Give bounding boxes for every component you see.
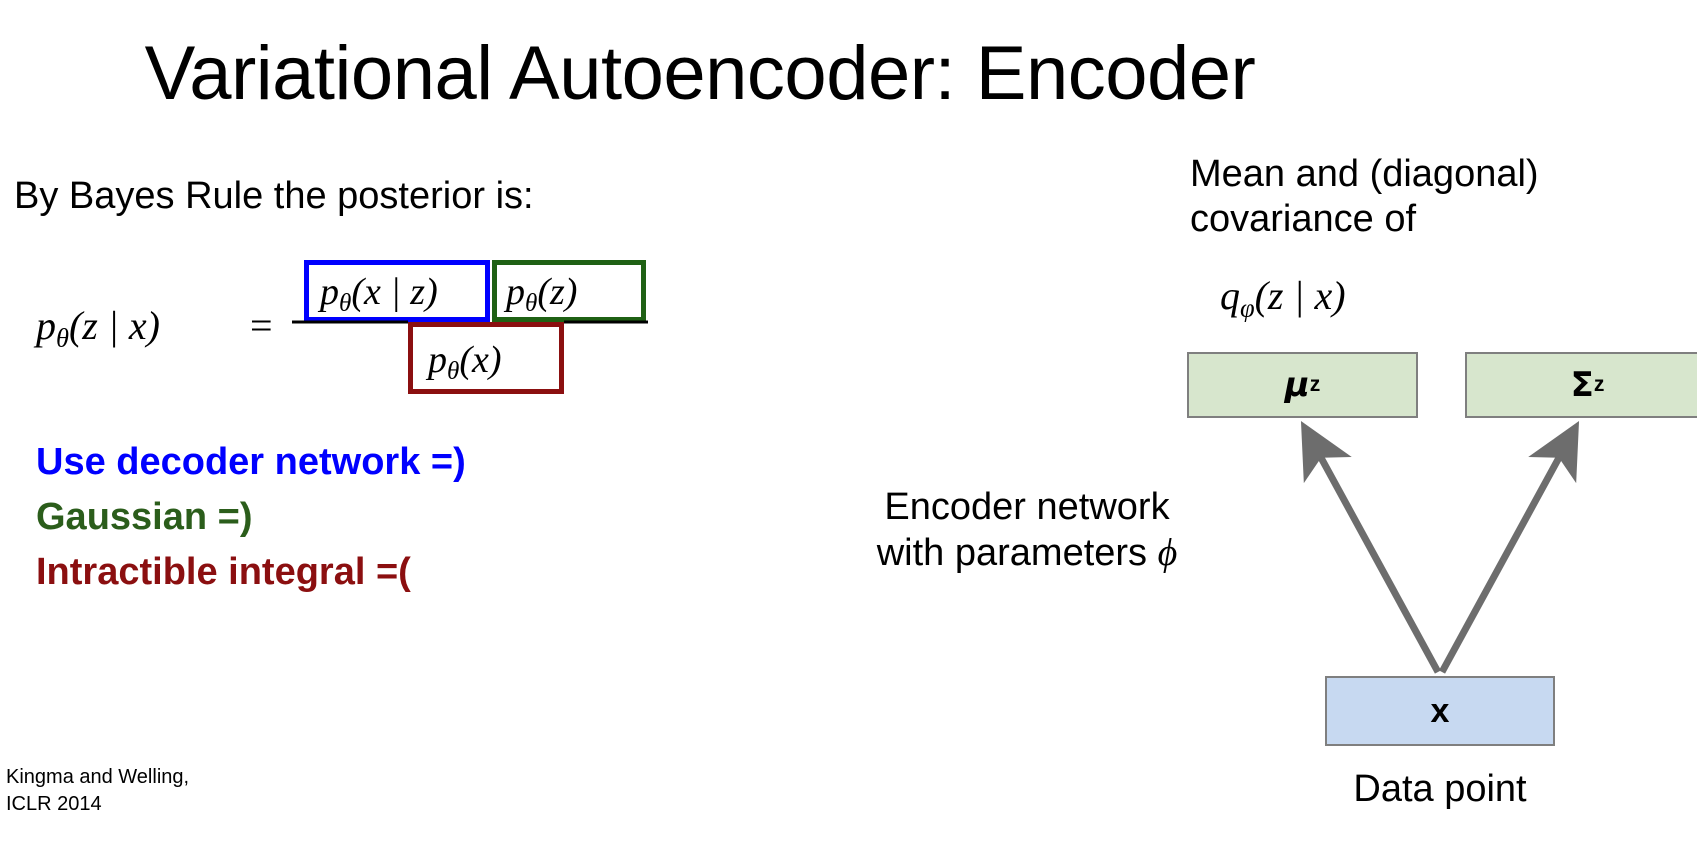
page-title: Variational Autoencoder: Encoder — [144, 31, 1256, 116]
q-subscript: φ — [1240, 292, 1255, 323]
prior-term: pθ(z) — [506, 270, 577, 318]
likelihood-highlight-box — [304, 260, 490, 322]
equation-lhs-p: p — [36, 303, 56, 348]
equation-lhs-args: (z | x) — [68, 303, 160, 348]
likelihood-term: pθ(x | z) — [320, 270, 438, 318]
equation-lhs-subscript: θ — [56, 322, 69, 353]
citation-authors: Kingma and Welling, — [6, 766, 190, 788]
x-symbol: x — [1430, 691, 1450, 730]
evidence-highlight-box — [408, 322, 564, 394]
mu-symbol: μ — [1284, 365, 1310, 405]
sigma-superscript: z — [1593, 373, 1605, 396]
citation-venue: ICLR 2014 — [6, 793, 102, 815]
prior-subscript: θ — [525, 290, 538, 318]
arrow-to-mu — [1300, 420, 1442, 674]
prior-p: p — [506, 271, 525, 313]
citation: Kingma and Welling, ICLR 2014 — [6, 764, 189, 818]
encoder-params-text: with parameters — [876, 531, 1158, 574]
encoder-network-line2: with parameters ϕ — [862, 531, 1192, 577]
note-intractible-integral: Intractible integral =( — [36, 551, 411, 593]
likelihood-p: p — [320, 271, 339, 313]
prior-highlight-box — [492, 260, 646, 322]
evidence-term: pθ(x) — [428, 338, 502, 386]
equation-equals-sign: = — [250, 303, 273, 348]
likelihood-subscript: θ — [339, 290, 352, 318]
approximate-posterior-formula: qφ(z | x) — [1220, 272, 1346, 323]
evidence-p: p — [428, 339, 447, 381]
mean-covariance-caption: Mean and (diagonal) covariance of — [1190, 152, 1539, 242]
data-point-label: Data point — [1353, 768, 1527, 810]
note-use-decoder-network: Use decoder network =) — [36, 441, 466, 483]
equation-lhs: pθ(z | x) — [36, 302, 160, 353]
prior-args: (z) — [537, 271, 578, 313]
data-point-box[interactable]: x — [1325, 676, 1555, 746]
arrow-to-sigma — [1438, 420, 1580, 674]
q-symbol: q — [1220, 273, 1240, 318]
encoder-network-line1: Encoder network — [884, 486, 1170, 528]
likelihood-args: (x | z) — [351, 271, 438, 313]
q-args: (z | x) — [1254, 273, 1346, 318]
sigma-symbol: Σ — [1570, 365, 1594, 405]
encoder-network-label: Encoder network with parameters ϕ — [862, 485, 1192, 576]
mu-superscript: z — [1309, 373, 1321, 396]
mean-covariance-line1: Mean and (diagonal) — [1190, 153, 1539, 195]
mean-covariance-line2: covariance of — [1190, 197, 1417, 240]
phi-symbol: ϕ — [1157, 531, 1178, 574]
posterior-equation: pθ(z | x) = pθ(x | z) pθ(z) pθ(x) — [36, 258, 676, 423]
evidence-subscript: θ — [447, 358, 460, 386]
bayes-rule-intro: By Bayes Rule the posterior is: — [14, 175, 534, 217]
note-gaussian: Gaussian =) — [36, 496, 253, 538]
evidence-args: (x) — [459, 339, 502, 381]
